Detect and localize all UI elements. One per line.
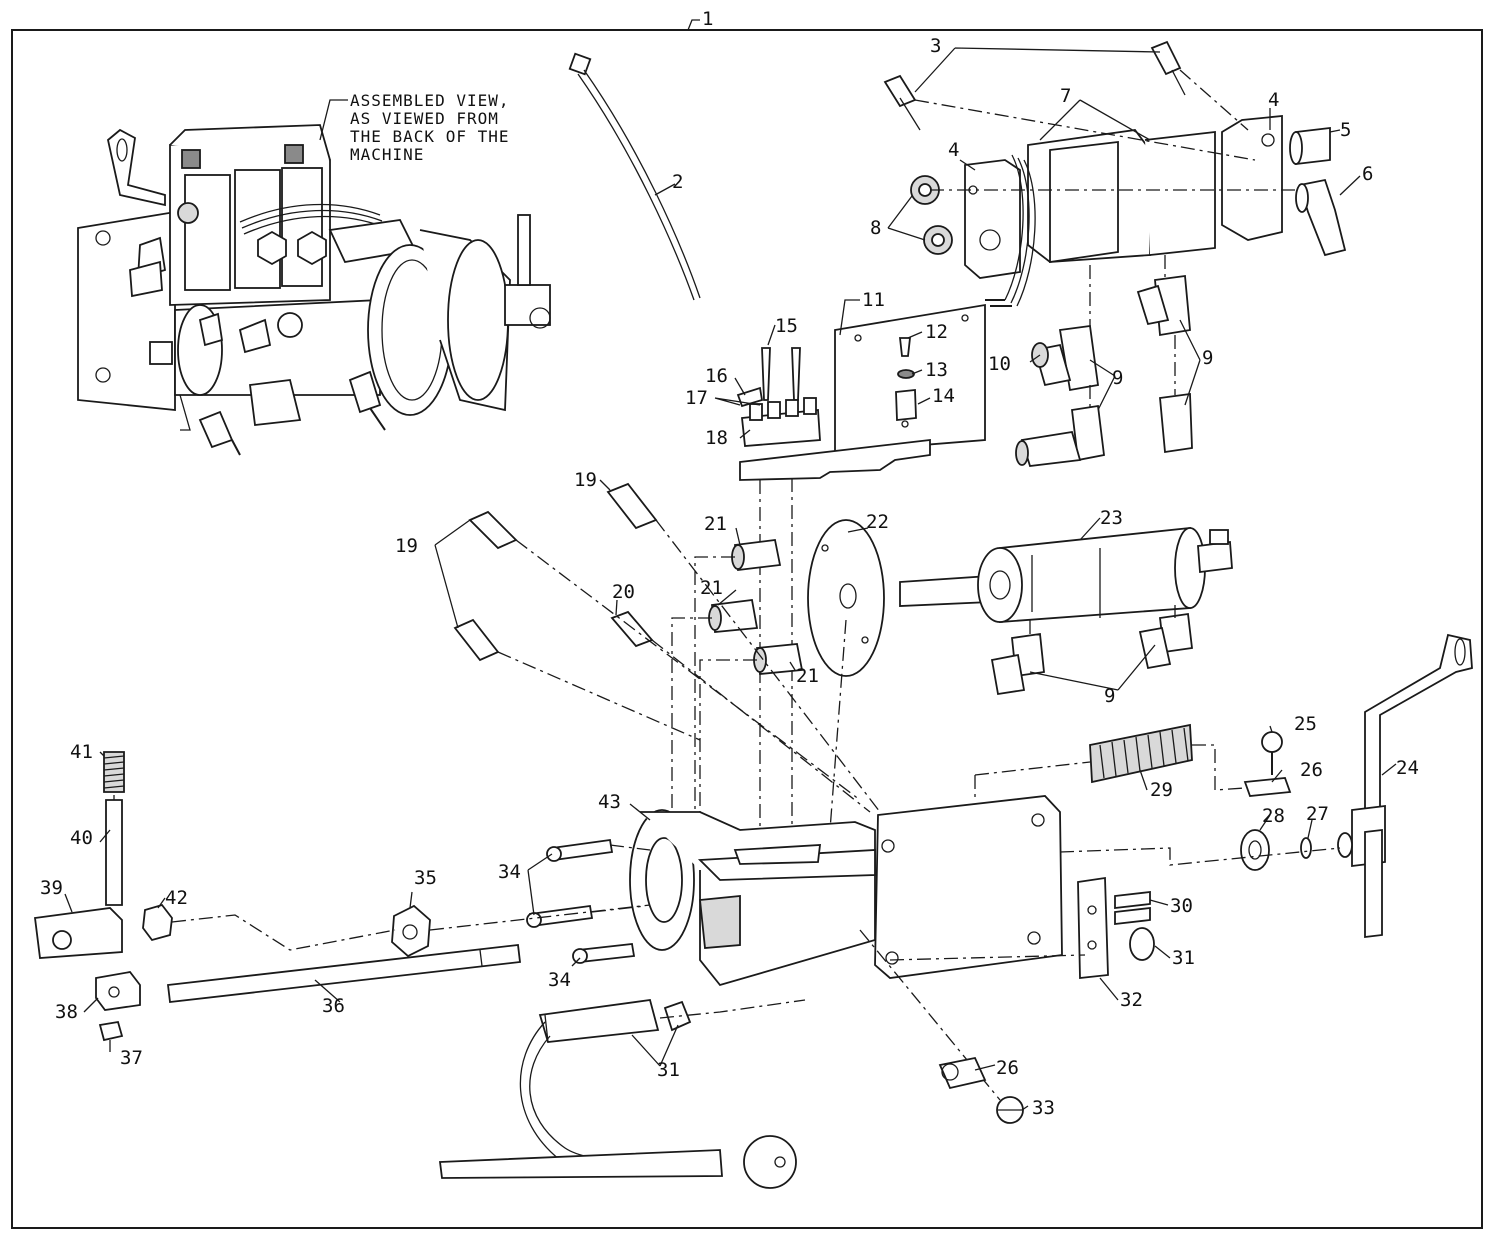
- callout-28: 28: [1262, 805, 1285, 827]
- callout-32: 32: [1120, 989, 1143, 1011]
- callout-21-middle: 21: [700, 577, 723, 599]
- fittings-9-10: [1015, 274, 1193, 467]
- callout-23: 23: [1100, 507, 1123, 529]
- callout-4-left: 4: [948, 139, 959, 161]
- leader-lines: [64, 47, 1397, 1111]
- callout-40: 40: [70, 827, 93, 849]
- callout-30: 30: [1170, 895, 1193, 917]
- assembled-view: ASSEMBLED VIEW, AS VIEWED FROM THE BACK …: [77, 91, 551, 456]
- callout-22: 22: [866, 511, 889, 533]
- callout-9-right: 9: [1202, 347, 1213, 369]
- callout-27: 27: [1306, 803, 1329, 825]
- callout-41: 41: [70, 741, 93, 763]
- left-side-parts: [33, 751, 806, 1189]
- callout-11: 11: [862, 289, 885, 311]
- callout-3: 3: [930, 35, 941, 57]
- callout-10: 10: [988, 353, 1011, 375]
- callout-19-top: 19: [574, 469, 597, 491]
- callout-19-left: 19: [395, 535, 418, 557]
- callout-4-right: 4: [1268, 89, 1279, 111]
- callout-34-lower: 34: [548, 969, 571, 991]
- callout-21-top: 21: [704, 513, 727, 535]
- assembled-caption-line-2: AS VIEWED FROM: [350, 109, 499, 128]
- assembled-caption-line-4: MACHINE: [350, 145, 424, 164]
- callout-34-upper: 34: [498, 861, 521, 883]
- callout-18: 18: [705, 427, 728, 449]
- cylinder-group-19-23: [453, 482, 1233, 831]
- callout-5: 5: [1340, 119, 1351, 141]
- assembled-caption-line-1: ASSEMBLED VIEW,: [350, 91, 510, 110]
- spring-29: [1089, 723, 1193, 784]
- sheet-number: 1: [702, 8, 713, 30]
- valve-subassembly: [883, 40, 1347, 330]
- right-side-parts: [889, 633, 1473, 1124]
- callout-12: 12: [925, 321, 948, 343]
- callout-43: 43: [598, 791, 621, 813]
- part-2-cable-tie: [568, 52, 701, 301]
- callout-25: 25: [1294, 713, 1317, 735]
- callout-13: 13: [925, 359, 948, 381]
- callout-9-middle: 9: [1112, 367, 1123, 389]
- callout-16: 16: [705, 365, 728, 387]
- callout-labels: 3 4 4 5 6 7 8 2 11 12 13 14 15 16 17 18 …: [40, 35, 1419, 1119]
- callout-24: 24: [1396, 757, 1419, 779]
- callout-36: 36: [322, 995, 345, 1017]
- assembled-caption: ASSEMBLED VIEW, AS VIEWED FROM THE BACK …: [350, 91, 520, 164]
- main-body-43: [526, 795, 1063, 1101]
- callout-6: 6: [1362, 163, 1373, 185]
- callout-35: 35: [414, 867, 437, 889]
- callout-31-sensor: 31: [657, 1059, 680, 1081]
- callout-42: 42: [165, 887, 188, 909]
- callout-37: 37: [120, 1047, 143, 1069]
- callout-8: 8: [870, 217, 881, 239]
- callout-21-bottom: 21: [796, 665, 819, 687]
- callout-26-lower: 26: [996, 1057, 1019, 1079]
- callout-7: 7: [1060, 85, 1071, 107]
- callout-20: 20: [612, 581, 635, 603]
- callout-2: 2: [672, 171, 683, 193]
- callout-31-right: 31: [1172, 947, 1195, 969]
- callout-17: 17: [685, 387, 708, 409]
- callout-33: 33: [1032, 1097, 1055, 1119]
- assembled-caption-line-3: THE BACK OF THE: [350, 127, 510, 146]
- figure-border: [11, 29, 1483, 1229]
- callout-14: 14: [932, 385, 955, 407]
- callout-39: 39: [40, 877, 63, 899]
- callout-38: 38: [55, 1001, 78, 1023]
- callout-15: 15: [775, 315, 798, 337]
- callout-9-bottom: 9: [1104, 685, 1115, 707]
- callout-29: 29: [1150, 779, 1173, 801]
- callout-26-right: 26: [1300, 759, 1323, 781]
- manifold-plate-11-18: [736, 303, 986, 840]
